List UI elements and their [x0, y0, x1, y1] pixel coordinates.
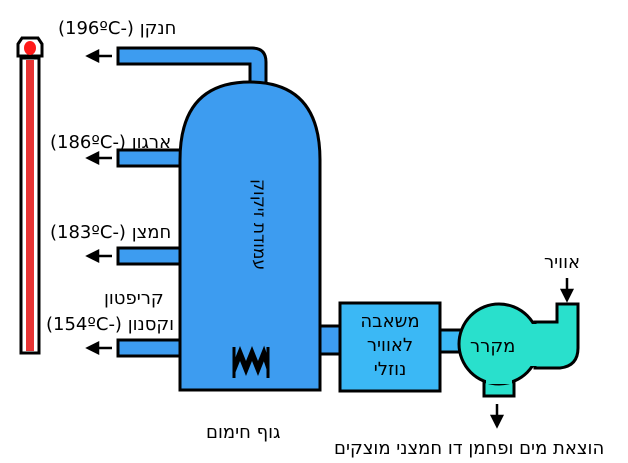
output-temp: (-183ºC)	[50, 222, 126, 243]
heater-label: גוף חימום	[206, 422, 281, 443]
distillation-column	[178, 80, 322, 392]
output-label-krypton-line2: וקסנון (-154ºC)	[46, 314, 174, 336]
output-name: ארגון	[131, 132, 172, 153]
pump-label-line: נוזלי	[373, 359, 407, 380]
output-label-argon: ארגון (-186ºC)	[50, 132, 171, 154]
output-name: קריפטון	[104, 288, 164, 309]
output-temp: (-196ºC)	[58, 18, 134, 39]
heater-coil-icon	[232, 345, 270, 378]
output-name: חנקן	[139, 18, 177, 39]
liquid-air-pump	[338, 301, 442, 393]
pump-label-line: משאבה	[360, 311, 420, 332]
thermometer-icon	[16, 36, 44, 355]
cooler-label: מקרר	[470, 336, 516, 357]
pump-label-line: לאוויר	[366, 335, 414, 356]
output-temp: (-186ºC)	[50, 132, 126, 153]
output-label-krypton-line1: קריפטון	[104, 288, 164, 310]
cooler	[457, 302, 580, 398]
arrow-icons	[85, 48, 575, 429]
column-label: עמודת זיקוק	[249, 179, 269, 271]
output-temp: (-154ºC)	[46, 314, 122, 335]
removal-label: הוצאת מים ופחמן דו חמצני מוצקים	[334, 438, 605, 459]
output-label-nitrogen: חנקן (-196ºC)	[58, 18, 176, 40]
output-name: חמצן	[131, 222, 172, 243]
output-name: וקסנון	[127, 314, 175, 335]
air-label: אוויר	[544, 252, 581, 273]
pump-label: משאבה לאוויר נוזלי	[340, 310, 440, 382]
output-label-oxygen: חמצן (-183ºC)	[50, 222, 171, 244]
